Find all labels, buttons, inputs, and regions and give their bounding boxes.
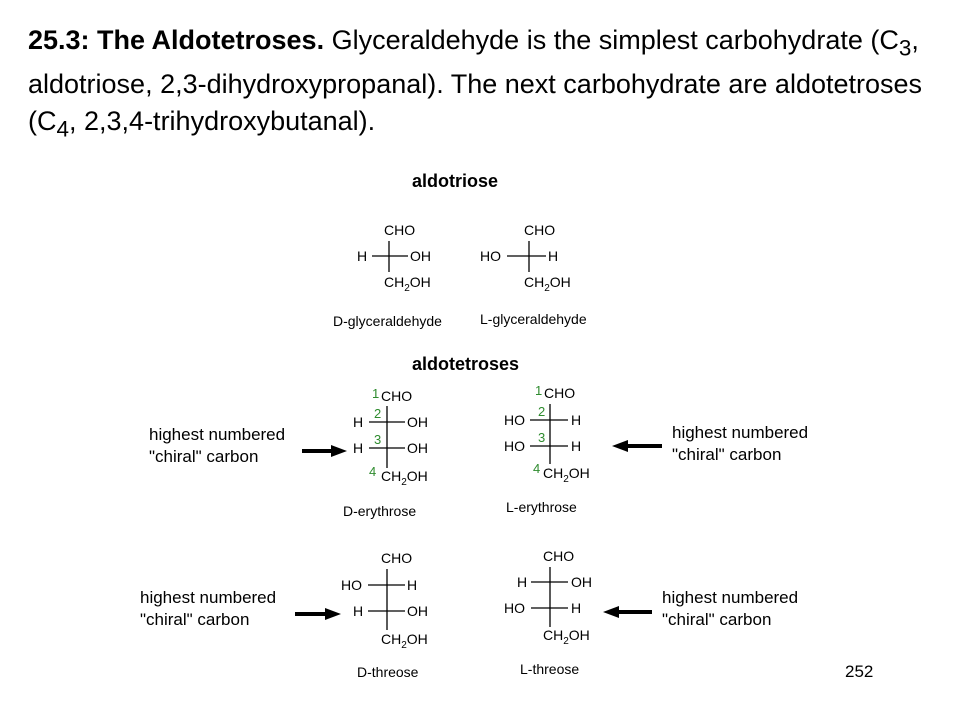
cho-group: CHO bbox=[384, 222, 415, 238]
annotation-line-1: highest numbered bbox=[149, 425, 285, 444]
molecule-label: D-threose bbox=[357, 664, 419, 680]
section-title-aldotetroses: aldotetroses bbox=[412, 354, 519, 374]
ch2oh-group bbox=[381, 631, 428, 651]
header-text-2: , aldotriose, 2,3-dihydroxypropanal). Th… bbox=[28, 25, 923, 137]
annotation-line-2: "chiral" carbon bbox=[672, 445, 781, 464]
carbon-number-3: 3 bbox=[538, 430, 545, 445]
ch2oh-group bbox=[543, 465, 590, 485]
annotation-line-1: highest numbered bbox=[662, 588, 798, 607]
section-title-aldotriose: aldotriose bbox=[412, 171, 498, 191]
annotation-d-threose: highest numbered "chiral" carbon bbox=[140, 588, 276, 629]
molecule-label: L-threose bbox=[520, 661, 579, 677]
annotation-l-erythrose: highest numbered "chiral" carbon bbox=[672, 423, 808, 464]
ch2oh-group bbox=[543, 627, 590, 647]
cho-group: CHO bbox=[544, 385, 575, 401]
cho-group: CHO bbox=[381, 550, 412, 566]
oh-substituent: OH bbox=[571, 574, 592, 590]
slide-header: 25.3: The Aldotetroses. Glyceraldehyde i… bbox=[28, 22, 933, 148]
arrow-right-icon bbox=[295, 608, 341, 620]
carbon-number-2: 2 bbox=[374, 406, 381, 421]
arrow-right-icon bbox=[302, 445, 347, 457]
oh-substituent: OH bbox=[407, 603, 428, 619]
cho-group: CHO bbox=[524, 222, 555, 238]
annotation-line-2: "chiral" carbon bbox=[149, 447, 258, 466]
carbon-number-1: 1 bbox=[535, 383, 542, 398]
ho-substituent: HO bbox=[480, 248, 501, 264]
molecule-d-glyceraldehyde: CHO H OH D-glyceraldehyde bbox=[333, 222, 442, 329]
slide-title: 25.3: The Aldotetroses. bbox=[28, 25, 325, 55]
carbon-number-2: 2 bbox=[538, 404, 545, 419]
cho-group: CHO bbox=[381, 388, 412, 404]
ch2oh-group bbox=[524, 274, 571, 294]
annotation-line-1: highest numbered bbox=[140, 588, 276, 607]
ch2oh-group bbox=[381, 468, 428, 488]
oh-substituent: OH bbox=[407, 414, 428, 430]
carbon-number-1: 1 bbox=[372, 386, 379, 401]
header-text-1: Glyceraldehyde is the simplest carbohydr… bbox=[331, 25, 899, 55]
h-substituent: H bbox=[353, 603, 363, 619]
arrow-left-icon bbox=[612, 440, 662, 452]
carbon-number-4: 4 bbox=[369, 464, 376, 479]
molecule-label: L-glyceraldehyde bbox=[480, 311, 587, 327]
h-substituent: H bbox=[571, 438, 581, 454]
annotation-l-threose: highest numbered "chiral" carbon bbox=[662, 588, 798, 629]
h-substituent: H bbox=[353, 440, 363, 456]
molecule-label: D-glyceraldehyde bbox=[333, 313, 442, 329]
subscript-4: 4 bbox=[56, 116, 70, 142]
subscript-3: 3 bbox=[898, 35, 912, 61]
arrow-left-icon bbox=[603, 606, 652, 618]
molecule-d-threose: CHO HO H H OH D-threose bbox=[341, 550, 428, 680]
carbon-number-4: 4 bbox=[533, 461, 540, 476]
oh-substituent: OH bbox=[407, 440, 428, 456]
molecule-d-erythrose: 1 CHO 2 H OH 3 H OH 4 D-erythrose bbox=[343, 386, 428, 519]
ho-substituent: HO bbox=[504, 438, 525, 454]
annotation-d-erythrose: highest numbered "chiral" carbon bbox=[149, 425, 285, 466]
annotation-line-2: "chiral" carbon bbox=[662, 610, 771, 629]
ch2oh-group bbox=[384, 274, 431, 294]
molecule-l-threose: CHO H OH HO H L-threose bbox=[504, 548, 592, 677]
oh-substituent: OH bbox=[410, 248, 431, 264]
h-substituent: H bbox=[353, 414, 363, 430]
h-substituent: H bbox=[571, 600, 581, 616]
ho-substituent: HO bbox=[504, 600, 525, 616]
h-substituent: H bbox=[357, 248, 367, 264]
h-substituent: H bbox=[407, 577, 417, 593]
cho-group: CHO bbox=[543, 548, 574, 564]
header-text-3: , 2,3,4-trihydroxybutanal). bbox=[69, 106, 376, 137]
carbon-number-3: 3 bbox=[374, 432, 381, 447]
h-substituent: H bbox=[517, 574, 527, 590]
annotation-line-1: highest numbered bbox=[672, 423, 808, 442]
molecule-l-glyceraldehyde: CHO HO H L-glyceraldehyde bbox=[480, 222, 587, 327]
page-number: 252 bbox=[845, 662, 874, 681]
ho-substituent: HO bbox=[341, 577, 362, 593]
h-substituent: H bbox=[571, 412, 581, 428]
molecule-label: D-erythrose bbox=[343, 503, 416, 519]
molecule-l-erythrose: 1 CHO 2 HO H 3 HO H 4 L-erythrose bbox=[504, 383, 590, 515]
annotation-line-2: "chiral" carbon bbox=[140, 610, 249, 629]
ho-substituent: HO bbox=[504, 412, 525, 428]
molecule-label: L-erythrose bbox=[506, 499, 577, 515]
h-substituent: H bbox=[548, 248, 558, 264]
